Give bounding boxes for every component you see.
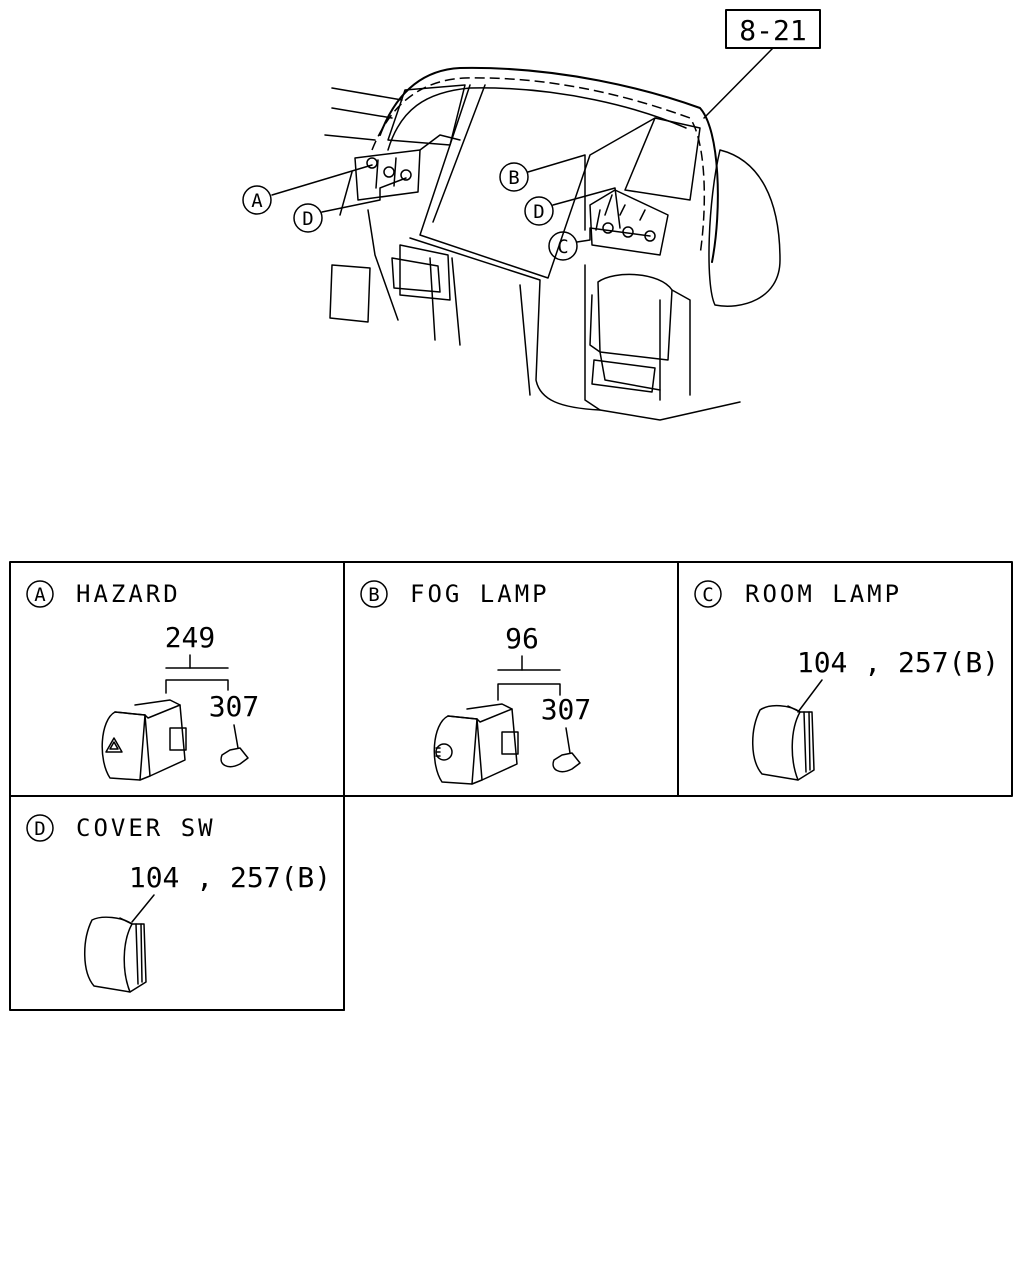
cover-sw-illustration (84, 916, 147, 993)
panel-d-letter: D (34, 818, 45, 840)
reference-leader (703, 47, 774, 119)
hazard-triangle-icon (105, 737, 123, 753)
panel-room-lamp: C ROOM LAMP 104 , 257(B) (694, 580, 999, 781)
panel-c-letter: C (702, 584, 713, 606)
panel-cover-sw: D COVER SW 104 , 257(B) (26, 814, 331, 993)
overview-callout-d-right: D (533, 201, 544, 223)
panel-a-part-249: 249 (165, 621, 216, 654)
panel-c-title: ROOM LAMP (745, 580, 902, 608)
overview-callout-c: C (557, 236, 568, 258)
room-lamp-cover-illustration (752, 704, 815, 781)
overview-callout-d-left: D (302, 208, 313, 230)
panel-a-letter: A (34, 584, 46, 606)
hazard-switch-illustration (101, 699, 187, 781)
bulb-307-illustration (220, 724, 249, 768)
bulb-307-b-illustration (552, 727, 581, 773)
panel-b-part-307: 307 (541, 693, 592, 726)
panel-b-part-96: 96 (505, 622, 539, 655)
panel-d-part-104-257b: 104 , 257(B) (129, 861, 331, 894)
reference-label: 8-21 (739, 14, 806, 47)
panel-fog-lamp: B FOG LAMP 96 307 (360, 580, 592, 785)
panel-d-title: COVER SW (76, 814, 216, 842)
fog-lamp-switch-illustration (433, 703, 519, 785)
panel-b-title: FOG LAMP (410, 580, 550, 608)
panel-b-letter: B (368, 584, 379, 606)
dashboard-overview-illustration: 8-21 (242, 9, 821, 421)
panel-a-title: HAZARD (76, 580, 181, 608)
panel-a-letter-circle (26, 580, 54, 608)
panel-hazard: A HAZARD 249 307 (26, 580, 260, 781)
panel-a-part-307: 307 (209, 690, 260, 723)
overview-callout-a: A (251, 190, 263, 212)
overview-callout-b: B (508, 167, 519, 189)
parts-panel-grid (9, 561, 1013, 1011)
panel-c-part-104-257b: 104 , 257(B) (797, 646, 999, 679)
